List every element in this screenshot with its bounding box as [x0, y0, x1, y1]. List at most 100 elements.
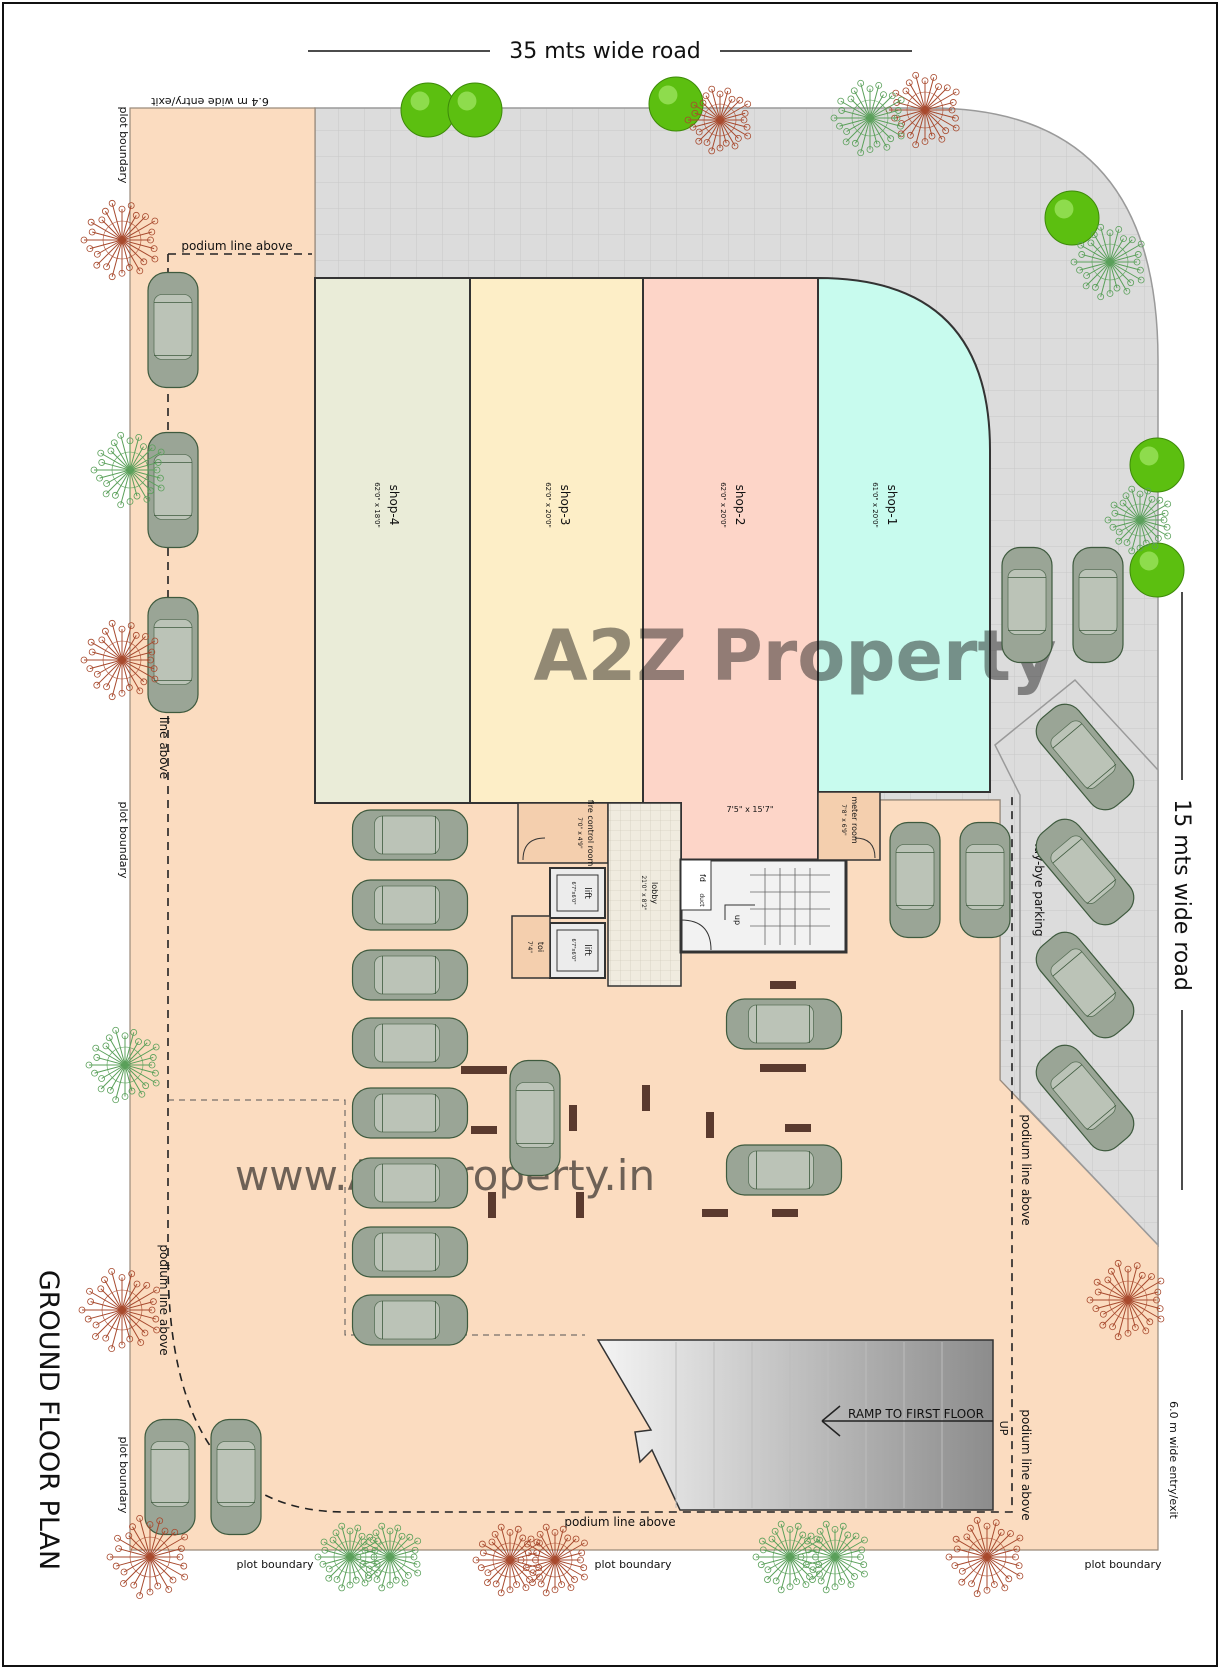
duct-label: duct	[698, 893, 705, 907]
podium-label-right-bottom: podium line above	[1019, 1409, 1033, 1520]
plot-boundary-label-bottom-2: plot boundary	[595, 1558, 672, 1571]
fd-label: fd	[698, 874, 707, 882]
shop-1-name: shop-1	[885, 485, 899, 526]
tree-green	[447, 82, 503, 138]
shop-3-size: 62'0" x 20'0"	[544, 482, 552, 528]
fire-control-room-name: fire control room	[586, 800, 595, 867]
tree-shrub	[78, 1267, 161, 1353]
parked-car	[147, 596, 199, 714]
plot-boundary-label-bottom-1: plot boundary	[237, 1558, 314, 1571]
parked-car	[351, 809, 469, 861]
fire-control-room-size: 7'0" x 4'9"	[576, 817, 583, 849]
trees	[78, 71, 1185, 1600]
tree-green	[400, 82, 456, 138]
tree-shrub	[106, 1514, 189, 1600]
road-label-top: 35 mts wide road	[509, 39, 701, 64]
bollard	[760, 1064, 806, 1072]
meter-room: meter room 7'8" x 6'9"	[817, 791, 881, 861]
lobby-size: 21'0" x 8'2"	[640, 875, 647, 911]
parked-car	[889, 821, 941, 939]
shop-3-name: shop-3	[558, 485, 572, 526]
parked-car	[351, 879, 469, 931]
parked-car	[351, 1087, 469, 1139]
tree-shrub	[1070, 223, 1145, 301]
bollard	[706, 1112, 714, 1138]
parked-car	[509, 1059, 561, 1177]
ramp-up-label: UP	[997, 1421, 1010, 1436]
podium-label-top: podium line above	[181, 239, 292, 253]
bollard	[642, 1085, 650, 1111]
watermark-brand: A2Z Property	[533, 615, 1056, 697]
lobby-name: lobby	[650, 882, 659, 904]
plot-boundary-label-left-2: plot boundary	[117, 802, 130, 879]
lift-1-label: lift	[582, 887, 592, 899]
podium-label-bottom: podium line above	[564, 1515, 675, 1529]
lift-1: lift 6'7"x6'0"	[549, 867, 606, 919]
shop-2-name: shop-2	[733, 485, 747, 526]
parked-car	[1001, 546, 1053, 664]
tree-shrub	[80, 619, 159, 701]
parked-car	[725, 1144, 843, 1196]
bollard	[770, 981, 796, 989]
shop-1-size: 61'0" x 20'0"	[871, 482, 879, 528]
parked-car	[725, 998, 843, 1050]
parked-car	[1035, 1044, 1135, 1152]
toilet-size: 7'4"	[526, 941, 533, 953]
plot-boundary-label-bottom-3: plot boundary	[1085, 1558, 1162, 1571]
shop-4: shop-4 62'0" x 18'0"	[314, 277, 471, 804]
meter-room-size: 7'8" x 6'9"	[840, 804, 847, 836]
tree-shrub	[830, 79, 905, 157]
shop-1: shop-1 61'0" x 20'0"	[817, 276, 991, 793]
tree-shrub	[90, 431, 165, 509]
parked-car	[351, 1226, 469, 1278]
shop-4-size: 62'0" x 18'0"	[373, 482, 381, 528]
tree-green	[1044, 190, 1100, 246]
tree-shrub	[517, 1523, 588, 1597]
tree-shrub	[684, 85, 752, 155]
bollard	[461, 1066, 507, 1074]
bollards	[461, 981, 811, 1218]
tree-shrub	[797, 1520, 868, 1594]
plot-boundary-label-left-3: plot boundary	[117, 1437, 130, 1514]
bollard	[569, 1105, 577, 1131]
shop-4-name: shop-4	[387, 485, 401, 526]
parked-car	[351, 949, 469, 1001]
shop-2-extension-size: 7'5" x 15'7"	[726, 805, 773, 814]
lift-2-size: 6'7"x6'0"	[570, 938, 576, 961]
bollard	[772, 1209, 798, 1217]
bollard	[702, 1209, 728, 1217]
fire-control-room: fire control room 7'0" x 4'9"	[517, 800, 609, 867]
parked-car	[1035, 818, 1135, 926]
stair-up-label: up	[733, 915, 742, 925]
lay-bye-parking-label: lay-bye parking	[1032, 843, 1046, 936]
parking-cars	[144, 271, 1135, 1536]
bollard	[471, 1126, 497, 1134]
shop-2: shop-2 62'0" x 20'0" 7'5" x 15'7"	[642, 277, 819, 861]
podium-label-left: line above	[157, 717, 171, 779]
parked-car	[1035, 703, 1135, 811]
parked-car	[351, 1157, 469, 1209]
drawing-title: GROUND FLOOR PLAN	[33, 1270, 64, 1570]
tree-shrub	[354, 1522, 422, 1592]
parked-car	[351, 1017, 469, 1069]
parked-car	[959, 821, 1011, 939]
tree-shrub	[85, 1026, 160, 1104]
ramp-to-first-floor: RAMP TO FIRST FLOOR UP	[596, 1339, 1010, 1511]
shop-3: shop-3 62'0" x 20'0"	[469, 277, 644, 804]
road-label-right: 15 mts wide road	[1169, 799, 1194, 991]
parked-car	[351, 1294, 469, 1346]
plot-boundary-label-left-1: plot boundary	[117, 107, 130, 184]
bollard	[488, 1192, 496, 1218]
parked-car	[144, 1418, 196, 1536]
toilet: toi 7'4"	[511, 915, 551, 979]
parked-car	[147, 431, 199, 549]
shop-2-size: 62'0" x 20'0"	[719, 482, 727, 528]
bollard	[785, 1124, 811, 1132]
parked-car	[147, 271, 199, 389]
tree-shrub	[945, 1516, 1024, 1598]
tree-green	[1129, 437, 1185, 493]
podium-label-left-bottom: podium line above	[157, 1244, 171, 1355]
entry-label-top-left: 6.4 m wide entry/exit	[150, 95, 268, 108]
bollard	[576, 1192, 584, 1218]
